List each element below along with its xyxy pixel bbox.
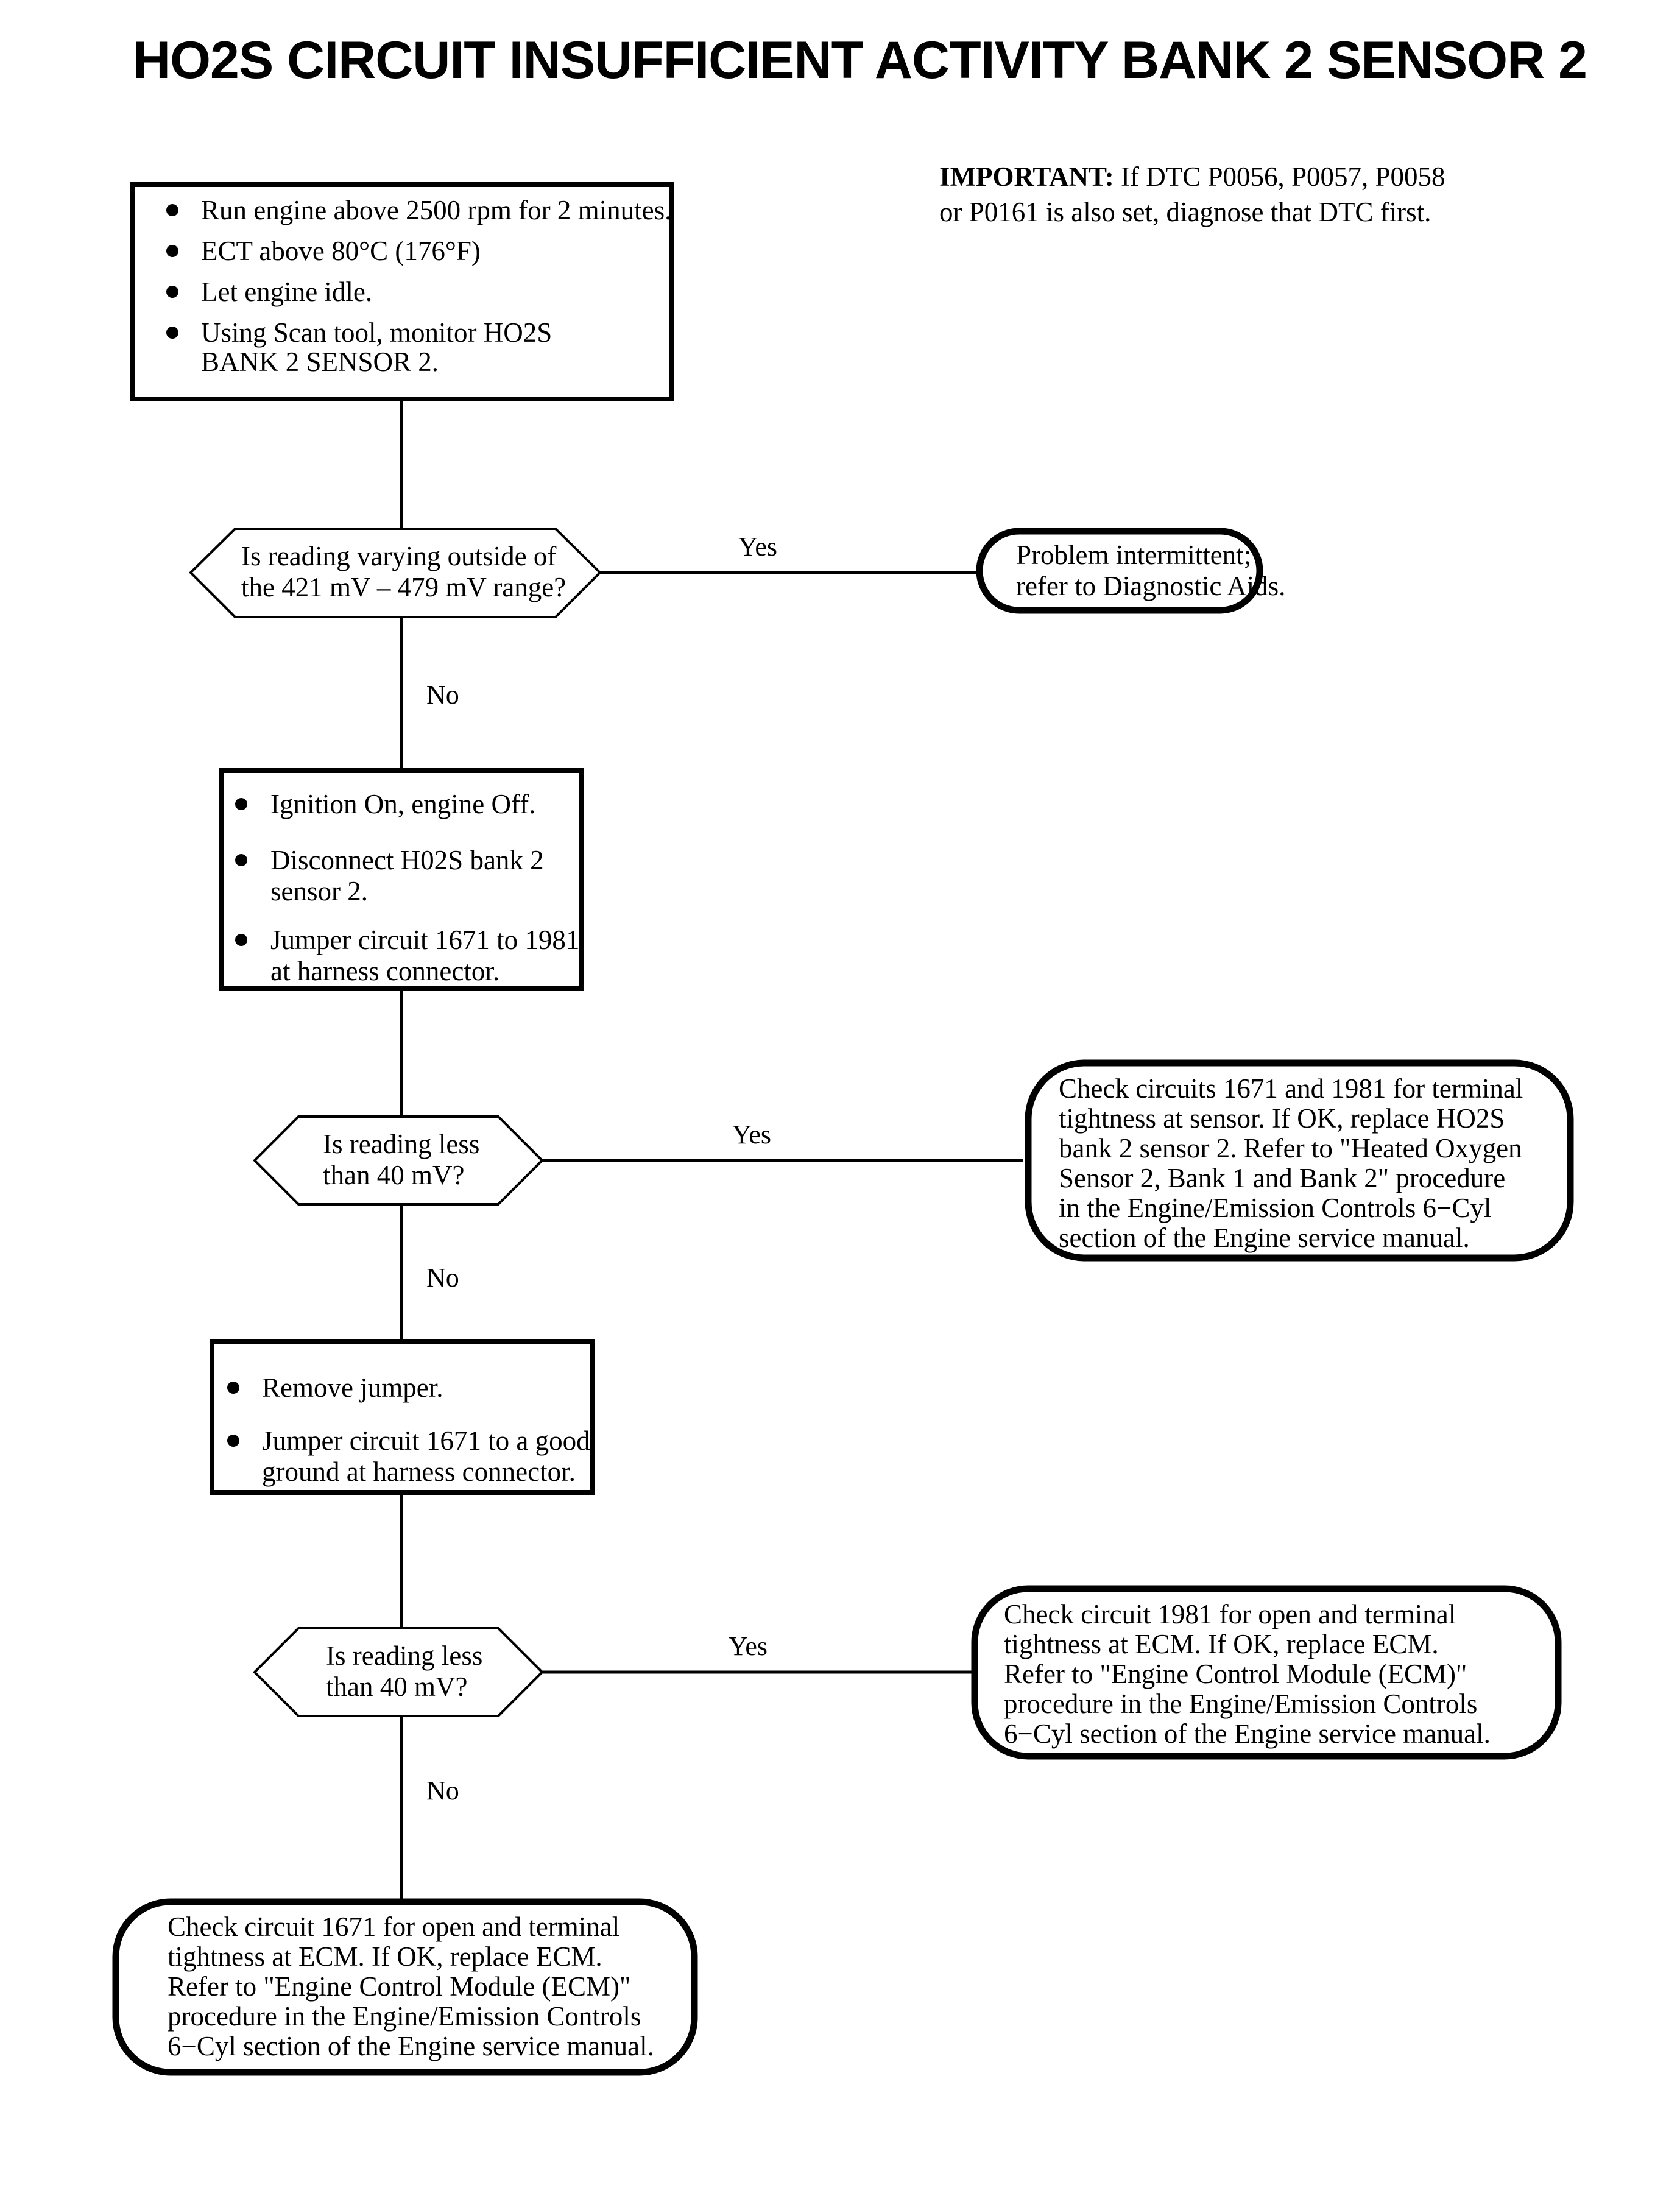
decision3-hexagon[interactable] <box>253 1627 544 1717</box>
node-terminal2[interactable]: Check circuits 1671 and 1981 for termina… <box>1025 1059 1574 1262</box>
step3-bullet-1-line-0: Jumper circuit 1671 to a good <box>262 1425 590 1456</box>
important-label: IMPORTANT: <box>939 161 1114 192</box>
terminal4-line-4: 6−Cyl section of the Engine service manu… <box>168 2031 654 2061</box>
terminal3-shape[interactable] <box>971 1585 1562 1760</box>
edge-label-no-1: No <box>426 680 459 710</box>
node-decision3[interactable]: Is reading less than 40 mV? <box>253 1627 544 1717</box>
step2-bullet-2-line-1: at harness connector. <box>270 956 499 986</box>
node-decision2[interactable]: Is reading less than 40 mV? <box>253 1115 544 1206</box>
decision3-line-1: than 40 mV? <box>326 1672 467 1702</box>
decision2-hexagon[interactable] <box>253 1115 544 1206</box>
terminal3-line-2: Refer to "Engine Control Module (ECM)" <box>1004 1659 1467 1689</box>
important-line1-rest: If DTC P0056, P0057, P0058 <box>1114 161 1445 192</box>
important-note-line-1: IMPORTANT: If DTC P0056, P0057, P0058 <box>939 161 1445 192</box>
edge-label-no-2: No <box>426 1263 459 1293</box>
bullet-icon <box>166 245 178 257</box>
node-step2[interactable]: Ignition On, engine Off. Disconnect H02S… <box>219 768 584 991</box>
terminal3-line-3: procedure in the Engine/Emission Control… <box>1004 1689 1477 1719</box>
decision2-line-1: than 40 mV? <box>323 1160 464 1190</box>
bullet-icon <box>235 934 247 946</box>
page-title: HO2S CIRCUIT INSUFFICIENT ACTIVITY BANK … <box>133 31 1587 90</box>
step1-bullet-3-line-0: Using Scan tool, monitor HO2S <box>201 317 552 348</box>
step1-bullet-2-line-0: Let engine idle. <box>201 277 372 307</box>
important-note-line-2: or P0161 is also set, diagnose that DTC … <box>939 197 1431 227</box>
bullet-icon <box>166 327 178 339</box>
terminal4-shape[interactable] <box>112 1898 698 2076</box>
terminal1-line-0: Problem intermittent; <box>1016 540 1251 570</box>
terminal2-shape[interactable] <box>1025 1059 1574 1262</box>
node-terminal4[interactable]: Check circuit 1671 for open and terminal… <box>112 1898 698 2076</box>
node-step1[interactable]: Run engine above 2500 rpm for 2 minutes.… <box>130 182 674 401</box>
node-terminal3[interactable]: Check circuit 1981 for open and terminal… <box>971 1585 1562 1760</box>
edge-label-yes-1: Yes <box>738 532 777 562</box>
bullet-icon <box>166 204 178 216</box>
step1-bullet-0-line-0: Run engine above 2500 rpm for 2 minutes. <box>201 195 671 225</box>
decision1-line-1: the 421 mV – 479 mV range? <box>241 572 566 602</box>
terminal4-line-2: Refer to "Engine Control Module (ECM)" <box>168 1971 630 2002</box>
step2-box[interactable] <box>219 768 584 991</box>
terminal3-line-1: tightness at ECM. If OK, replace ECM. <box>1004 1629 1439 1659</box>
bullet-icon <box>227 1382 239 1394</box>
bullet-icon <box>227 1435 239 1447</box>
step3-bullet-0-line-0: Remove jumper. <box>262 1372 443 1403</box>
terminal3-line-4: 6−Cyl section of the Engine service manu… <box>1004 1718 1491 1749</box>
connector-lines <box>400 399 1023 1904</box>
node-decision1[interactable]: Is reading varying outside of the 421 mV… <box>189 528 602 618</box>
edge-label-yes-2: Yes <box>732 1120 771 1149</box>
terminal4-line-1: tightness at ECM. If OK, replace ECM. <box>168 1941 602 1972</box>
terminal2-line-0: Check circuits 1671 and 1981 for termina… <box>1059 1073 1523 1104</box>
step1-bullet-1-line-0: ECT above 80°C (176°F) <box>201 236 481 266</box>
terminal4-line-3: procedure in the Engine/Emission Control… <box>168 2001 641 2032</box>
node-step3[interactable]: Remove jumper. Jumper circuit 1671 to a … <box>210 1339 595 1495</box>
terminal2-line-4: in the Engine/Emission Controls 6−Cyl <box>1059 1193 1491 1223</box>
step1-box[interactable] <box>130 182 674 401</box>
decision1-hexagon[interactable] <box>189 528 602 618</box>
step2-bullet-1-line-1: sensor 2. <box>270 876 368 906</box>
important-note: IMPORTANT: If DTC P0056, P0057, P0058 or… <box>939 161 1445 227</box>
step1-bullet-3-line-1: BANK 2 SENSOR 2. <box>201 347 439 377</box>
terminal2-line-5: section of the Engine service manual. <box>1059 1223 1470 1253</box>
decision1-line-0: Is reading varying outside of <box>241 541 556 571</box>
step3-box[interactable] <box>210 1339 595 1495</box>
edge-label-yes-3: Yes <box>729 1631 768 1661</box>
terminal2-line-3: Sensor 2, Bank 1 and Bank 2" procedure <box>1059 1163 1505 1193</box>
edge-label-no-3: No <box>426 1776 459 1806</box>
terminal4-line-0: Check circuit 1671 for open and terminal <box>168 1912 619 1942</box>
terminal1-line-1: refer to Diagnostic Aids. <box>1016 571 1285 601</box>
bullet-icon <box>235 854 247 866</box>
step2-bullet-0-line-0: Ignition On, engine Off. <box>270 789 535 819</box>
step2-bullet-1-line-0: Disconnect H02S bank 2 <box>270 845 544 875</box>
node-terminal1[interactable]: Problem intermittent; refer to Diagnosti… <box>976 528 1285 614</box>
bullet-icon <box>235 798 247 810</box>
step3-bullet-1-line-1: ground at harness connector. <box>262 1456 576 1487</box>
terminal1-shape[interactable] <box>976 528 1263 614</box>
step2-bullet-2-line-0: Jumper circuit 1671 to 1981 <box>270 925 579 955</box>
terminal3-line-0: Check circuit 1981 for open and terminal <box>1004 1599 1456 1629</box>
terminal2-line-2: bank 2 sensor 2. Refer to "Heated Oxygen <box>1059 1133 1522 1163</box>
bullet-icon <box>166 286 178 298</box>
terminal2-line-1: tightness at sensor. If OK, replace HO2S <box>1059 1103 1505 1134</box>
decision3-line-0: Is reading less <box>326 1640 482 1671</box>
decision2-line-0: Is reading less <box>323 1129 479 1159</box>
